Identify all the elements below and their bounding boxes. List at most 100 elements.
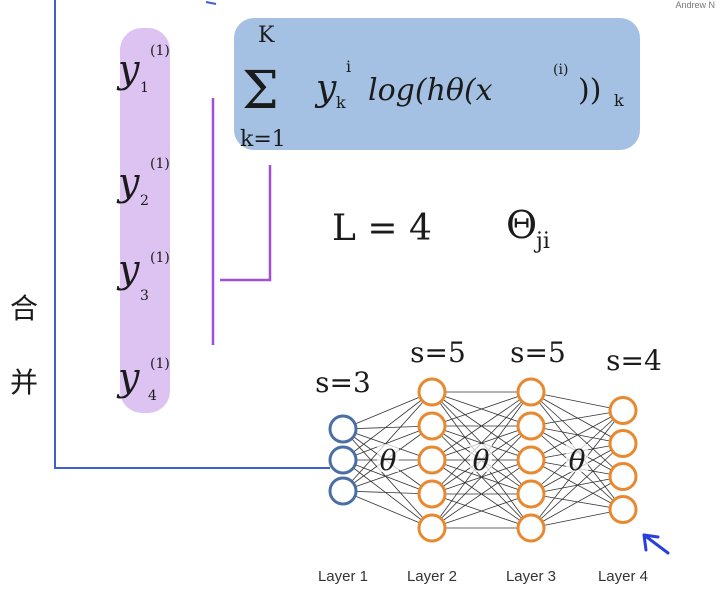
side-text-bing: 并 [10, 366, 38, 399]
layer-3-unit-3 [516, 445, 546, 475]
top-arrow-mark [205, 1, 217, 5]
sum-lower: k=1 [240, 127, 286, 152]
formula-log: log(hθ(x [368, 73, 493, 108]
connection-line [431, 493, 532, 529]
svg-text:y: y [116, 160, 140, 204]
connection-line [530, 391, 624, 444]
theta-label-bg [470, 444, 492, 472]
layer-2-caption: Layer 2 [407, 568, 457, 585]
connection-line [431, 391, 532, 495]
layer-1-unit-1 [328, 414, 358, 444]
connection-line [342, 490, 433, 529]
layer-3-unit-5 [516, 513, 546, 543]
formula-y: y [314, 68, 337, 109]
theta-weight-label-3: θ [569, 444, 586, 477]
formula-close: )) [578, 73, 601, 108]
svg-text:4: 4 [148, 388, 157, 404]
connection-line [342, 425, 433, 461]
layer-1-caption: Layer 1 [318, 568, 368, 585]
layer-1-unit-3 [328, 476, 358, 506]
connection-line [530, 410, 624, 461]
purple-bracket-connector [220, 165, 272, 282]
svg-text:(1): (1) [150, 250, 170, 266]
cost-formula: K Σ k=1 y k i log(hθ(x (i) )) k [240, 23, 624, 152]
connection-line [342, 459, 433, 495]
svg-text:(1): (1) [150, 156, 170, 172]
theta-weight-label-2: θ [473, 444, 490, 477]
blue-highlight [234, 18, 640, 150]
formula-y-sub: k [336, 93, 346, 112]
connection-line [530, 391, 624, 477]
layer-4-unit-1 [608, 396, 638, 425]
connection-line [431, 391, 532, 427]
theta-index-note: Θ ji [506, 203, 550, 254]
sum-symbol: Σ [242, 61, 279, 121]
y-label-3: y 3 (1) [116, 247, 170, 304]
layer-2-unit-1 [417, 377, 447, 407]
connection-line [431, 391, 532, 461]
theta-weight-label-1: θ [380, 444, 397, 477]
layer-3-unit-4 [516, 479, 546, 509]
formula-y-sup: i [346, 57, 351, 76]
layer-3-unit-2 [516, 411, 546, 441]
svg-text:1: 1 [140, 80, 149, 96]
layer-4-caption: Layer 4 [598, 568, 648, 585]
connection-line [342, 459, 433, 492]
connection-line [342, 459, 433, 529]
formula-close-sub: k [614, 91, 624, 110]
y-label-2: y 2 (1) [116, 156, 170, 209]
layer-3-caption: Layer 3 [506, 568, 556, 585]
layer-2-size-label: s=5 [410, 336, 466, 369]
y-label-1: y 1 (1) [116, 43, 170, 96]
layer-4-unit-3 [608, 462, 638, 491]
connection-line [342, 490, 433, 495]
layer-count-note: L = 4 [332, 208, 432, 249]
blue-bracket-line [54, 0, 330, 469]
layer-3-size-label: s=5 [510, 336, 566, 369]
connection-line [530, 509, 624, 529]
connection-line [342, 391, 433, 430]
connection-line [431, 425, 532, 529]
layer-2-unit-3 [417, 445, 447, 475]
svg-text:Θ: Θ [506, 203, 537, 247]
connection-line [342, 391, 433, 461]
layer-2-unit-4 [417, 479, 447, 509]
svg-text:3: 3 [140, 288, 149, 304]
connection-line [530, 476, 624, 529]
layer-3-unit-1 [516, 377, 546, 407]
connection-line [530, 425, 624, 444]
theta-label-bg [566, 444, 588, 472]
svg-text:(1): (1) [150, 356, 170, 372]
formula-x-sup: (i) [553, 62, 568, 78]
layer-1-unit-2 [328, 445, 358, 475]
layer-4-unit-4 [608, 495, 638, 524]
svg-text:y: y [116, 247, 140, 291]
connection-line [530, 410, 624, 427]
layer-2-unit-2 [417, 411, 447, 441]
connection-line [530, 493, 624, 510]
side-text-he: 合 [10, 292, 38, 325]
svg-text:y: y [116, 355, 140, 399]
connection-line [342, 428, 433, 529]
connection-line [530, 459, 624, 510]
svg-text:ji: ji [533, 229, 550, 254]
connection-line [342, 391, 433, 492]
svg-text:2: 2 [140, 193, 149, 209]
svg-text:y: y [116, 47, 140, 91]
sum-upper: K [258, 23, 275, 48]
connection-line [431, 459, 532, 529]
layer-1-size-label: s=3 [315, 366, 371, 399]
author-watermark: Andrew N [675, 0, 715, 10]
layer-4-size-label: s=4 [606, 344, 662, 377]
connection-line [342, 425, 433, 430]
theta-label-bg [377, 444, 399, 472]
y-label-4: y 4 (1) [116, 355, 170, 404]
purple-highlight [120, 28, 170, 413]
layer-4-unit-2 [608, 429, 638, 458]
svg-text:(1): (1) [150, 43, 170, 59]
connection-line [530, 391, 624, 411]
pointer-arrow-icon [642, 533, 670, 555]
layer-2-unit-5 [417, 513, 447, 543]
